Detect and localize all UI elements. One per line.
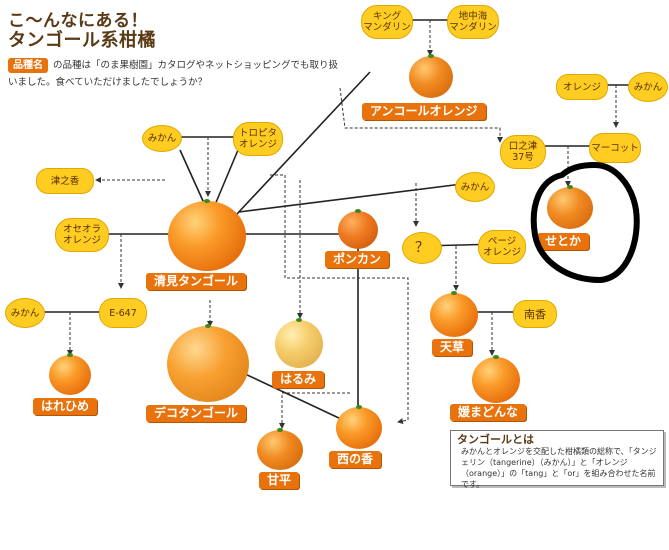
- product-label-madonna: 媛まどんな: [450, 404, 527, 421]
- variety-mikan-2: みかん: [628, 72, 668, 102]
- variety-osceola-orange: オセオラ オレンジ: [55, 218, 109, 252]
- kanpei-fruit: [257, 428, 303, 470]
- product-label-ponkan: ポンカン: [325, 251, 390, 268]
- variety-tropita-orange: トロピタ オレンジ: [233, 122, 283, 156]
- harehime-fruit: [49, 353, 91, 395]
- variety-murcott: マーコット: [589, 133, 641, 163]
- variety-name-badge: 品種名: [8, 58, 48, 73]
- definition-title: タンゴールとは: [457, 433, 534, 446]
- variety-king-mandarin: キング マンダリン: [361, 5, 413, 39]
- variety-mikan-1: みかん: [142, 125, 182, 152]
- page-title-line1: こ〜んなにある！: [8, 11, 148, 31]
- ponkan-fruit: [338, 209, 378, 249]
- variety-kuchinotsu-37: 口之津 37号: [500, 135, 546, 169]
- kiyomi-fruit: [168, 199, 246, 271]
- intro-body: の品種は「のま果樹園」カタログやネットショッピングでも取り扱いました。食べていた…: [8, 60, 339, 88]
- product-label-ancore-orange: アンコールオレンジ: [362, 103, 486, 120]
- variety-mikan-3: みかん: [5, 298, 45, 328]
- variety-tsunokaori: 津之香: [36, 168, 94, 194]
- dekopon-fruit: [167, 324, 249, 402]
- variety-mediterranean-mandarin: 地中海 マンダリン: [447, 5, 499, 39]
- definition-body: みかんとオレンジを交配した柑橘類の総称で、「タンジェリン（tangerine）（…: [461, 447, 657, 489]
- variety-mikan-4: みかん: [455, 172, 495, 202]
- harumi-fruit: [275, 318, 323, 368]
- product-label-tensou: 天草: [432, 339, 473, 356]
- nishinokaori-fruit: [336, 405, 382, 449]
- product-label-setoka: せとか: [537, 233, 590, 250]
- ancore-orange-fruit: [409, 54, 453, 98]
- product-label-nishinokaori: 西の香: [329, 451, 382, 468]
- tangor-definition-box: タンゴールとは みかんとオレンジを交配した柑橘類の総称で、「タンジェリン（tan…: [450, 430, 664, 489]
- intro-text: 品種名の品種は「のま果樹園」カタログやネットショッピングでも取り扱いました。食べ…: [8, 57, 338, 91]
- madonna-fruit: [472, 355, 520, 403]
- variety-orange: オレンジ: [556, 74, 608, 100]
- variety-e647: E-647: [99, 298, 147, 328]
- product-label-harumi: はるみ: [272, 371, 325, 388]
- variety-unknown: ？: [402, 232, 442, 264]
- product-label-dekopon: デコタンゴール: [146, 405, 247, 422]
- setoka-fruit: [547, 185, 593, 229]
- page-title-line2: タンゴール系柑橘: [8, 30, 156, 51]
- variety-page-orange: ページ オレンジ: [478, 230, 526, 264]
- product-label-kanpei: 甘平: [259, 472, 300, 489]
- product-label-kiyomi: 清見タンゴール: [146, 273, 247, 290]
- variety-nanko: 南香: [513, 300, 557, 328]
- tensou-fruit: [430, 291, 478, 337]
- product-label-harehime: はれひめ: [33, 398, 98, 415]
